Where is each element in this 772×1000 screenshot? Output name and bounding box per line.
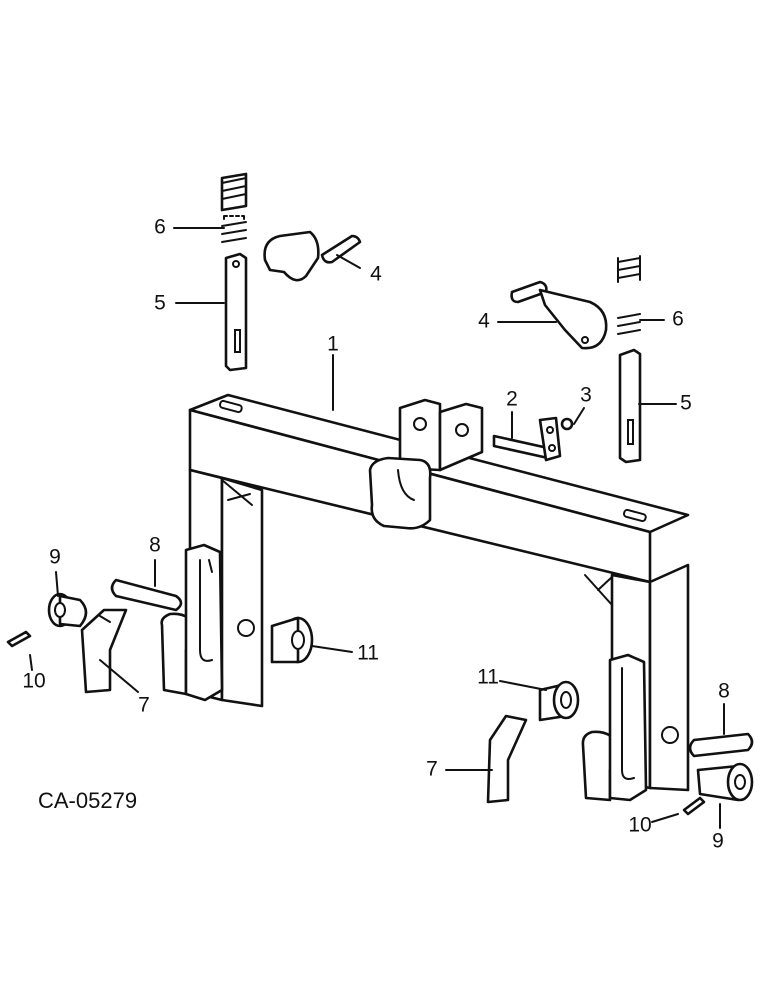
callout-9-label: 9 bbox=[49, 546, 61, 569]
spring-left bbox=[220, 172, 248, 243]
latch-rod-left bbox=[224, 252, 248, 372]
bushing-left bbox=[47, 592, 88, 628]
callout-3-label: 3 bbox=[580, 384, 592, 407]
roller-right bbox=[538, 680, 580, 722]
callout-9-label: 9 bbox=[712, 830, 724, 853]
callout-7-label: 7 bbox=[138, 694, 150, 717]
callout-10-label: 10 bbox=[22, 670, 45, 693]
callout-6-label: 6 bbox=[672, 308, 684, 331]
callout-8-label: 8 bbox=[149, 534, 161, 557]
callout-4-label: 4 bbox=[478, 310, 490, 333]
callout-5-label: 5 bbox=[154, 292, 166, 315]
spring-right bbox=[617, 255, 641, 335]
callout-4-label: 4 bbox=[370, 263, 382, 286]
cotter-pin-left bbox=[6, 630, 32, 648]
pin-left bbox=[110, 578, 183, 612]
pin-right bbox=[688, 732, 754, 758]
callout-2-label: 2 bbox=[506, 388, 518, 411]
callout-11-label: 11 bbox=[357, 642, 379, 665]
roller-left bbox=[270, 616, 314, 664]
callout-11-label: 11 bbox=[477, 666, 499, 689]
callout-1-label: 1 bbox=[327, 333, 339, 356]
callout-5-label: 5 bbox=[680, 392, 692, 415]
latch-lever-right bbox=[510, 280, 608, 350]
callout-7-label: 7 bbox=[426, 758, 438, 781]
latch-rod-right bbox=[618, 348, 642, 464]
leader-lines bbox=[29, 227, 725, 829]
bushing-right bbox=[696, 762, 754, 802]
figure-id: CA-05279 bbox=[38, 788, 137, 813]
callout-8-label: 8 bbox=[718, 680, 730, 703]
callout-labels: 1 2 3 4 4 5 5 6 6 7 7 8 8 9 9 10 10 11 1… bbox=[22, 216, 730, 853]
callout-10-label: 10 bbox=[628, 814, 651, 837]
cotter-pin-right bbox=[682, 796, 706, 816]
callout-6-label: 6 bbox=[154, 216, 166, 239]
latch-lever-left bbox=[263, 230, 362, 282]
pin-and-plate bbox=[492, 416, 574, 462]
quick-hitch-frame bbox=[160, 393, 690, 802]
clevis-right bbox=[486, 714, 528, 804]
clevis-left bbox=[80, 608, 128, 694]
